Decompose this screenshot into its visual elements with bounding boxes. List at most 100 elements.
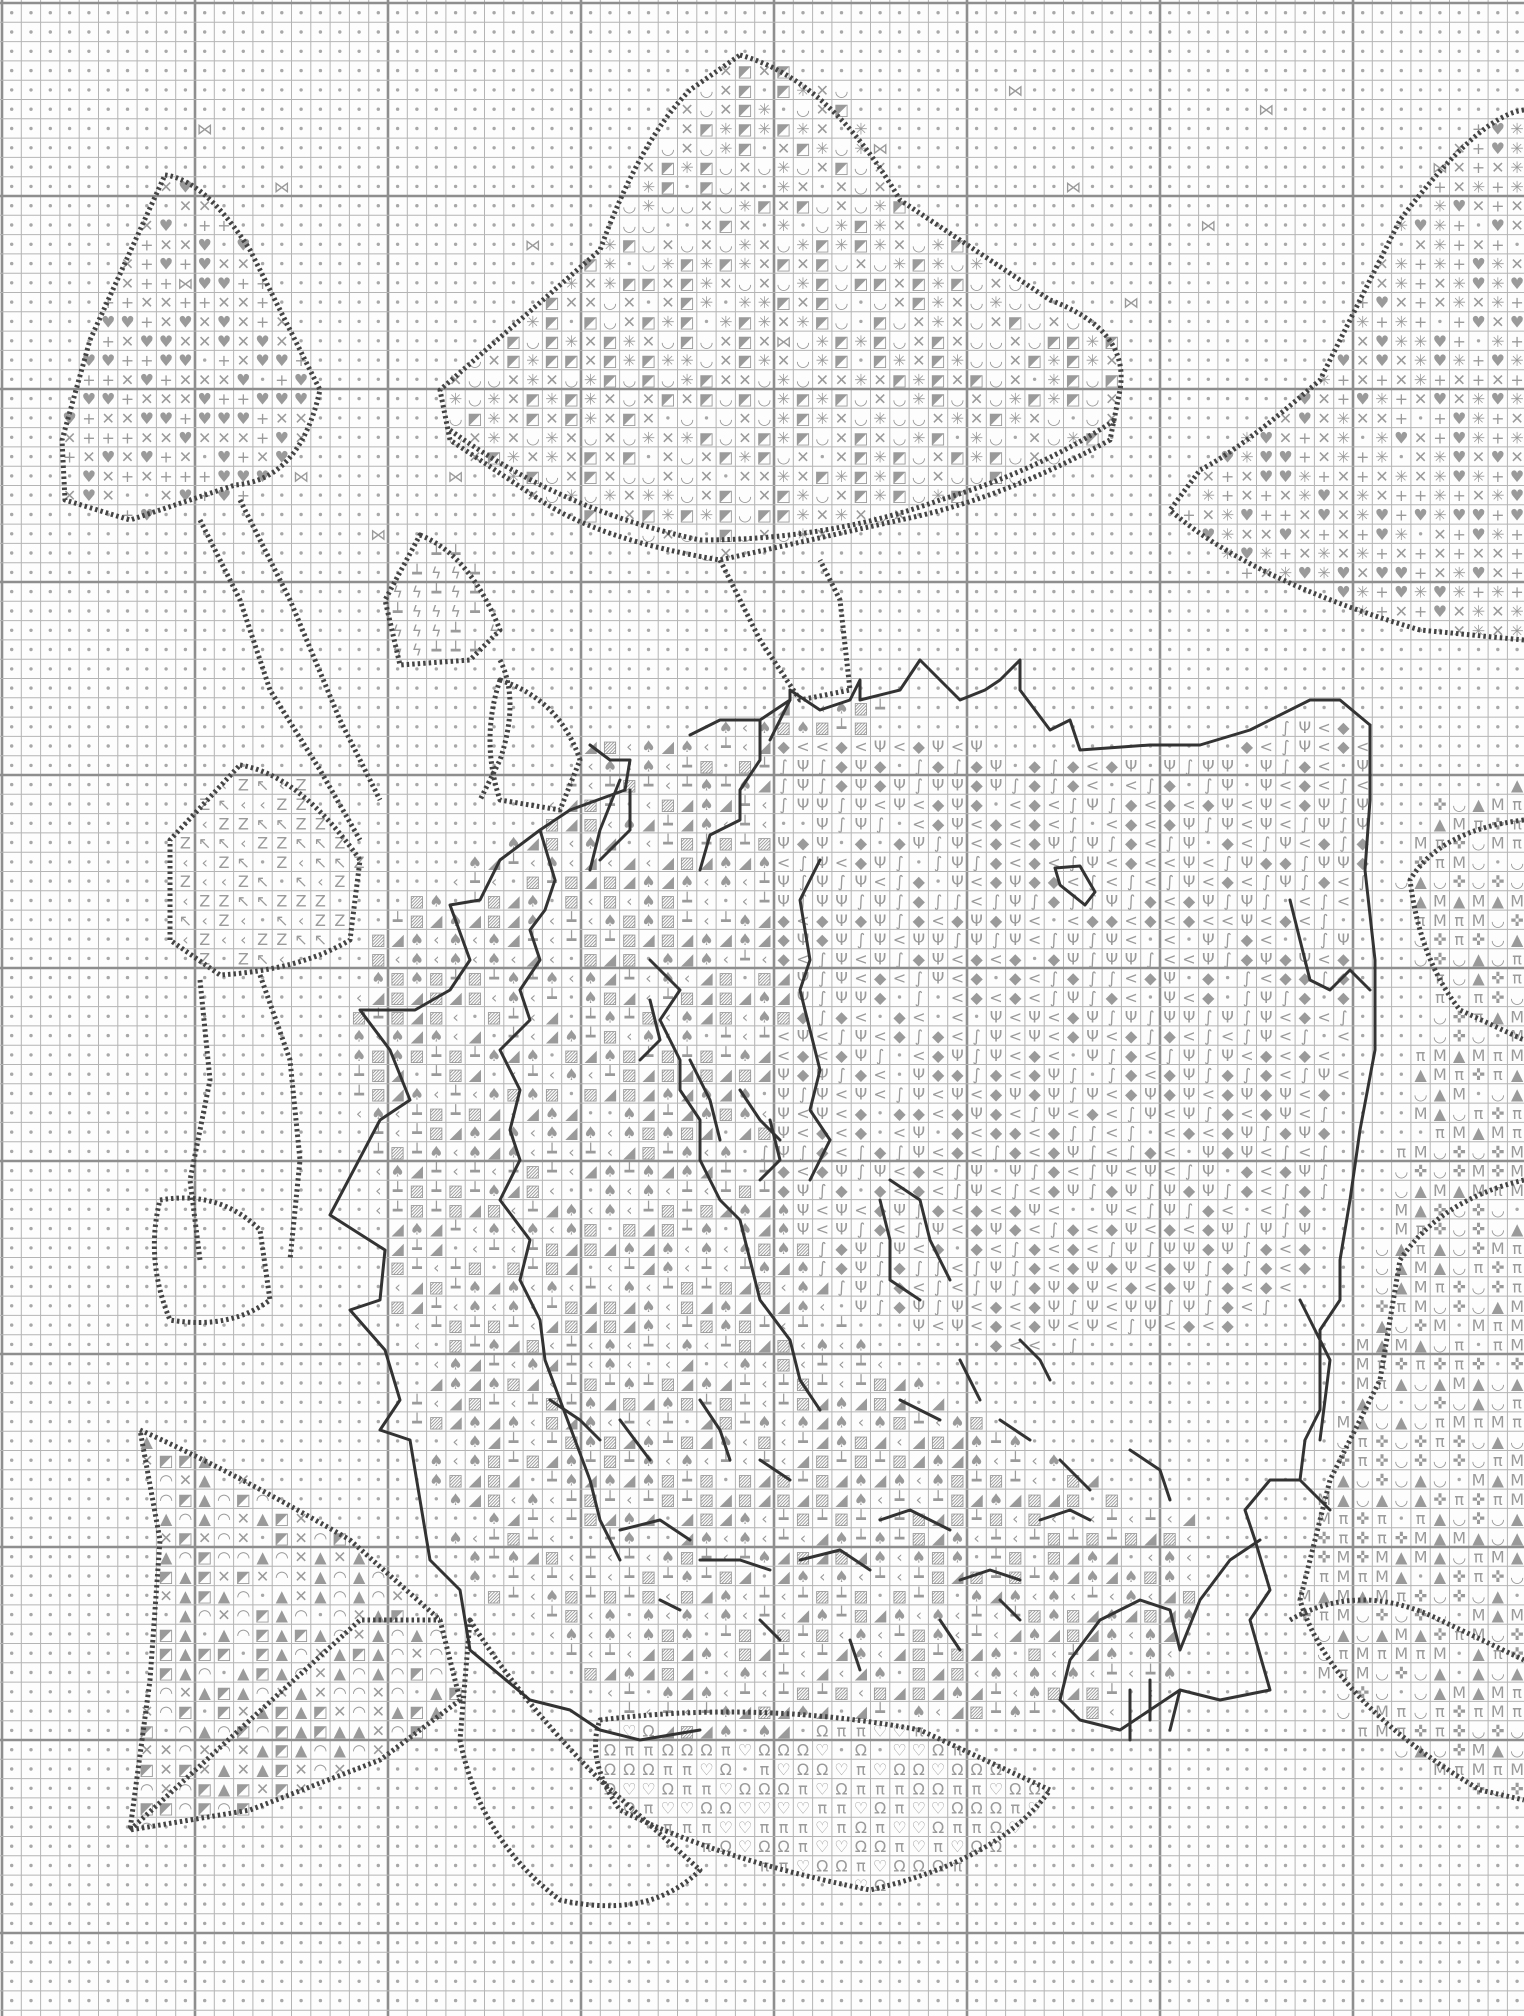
empty-cell-dot	[1400, 937, 1403, 940]
empty-cell-dot	[10, 358, 13, 361]
stitch-symbol-crescent: ◡	[835, 139, 849, 158]
empty-cell-dot	[878, 1323, 881, 1326]
empty-cell-dot	[685, 648, 688, 651]
empty-cell-dot	[396, 860, 399, 863]
empty-cell-dot	[1168, 1999, 1171, 2002]
empty-cell-dot	[1129, 1767, 1132, 1770]
empty-cell-dot	[87, 50, 90, 53]
empty-cell-dot	[1284, 1381, 1287, 1384]
stitch-symbol-plus: +	[101, 370, 114, 389]
empty-cell-dot	[319, 165, 322, 168]
empty-cell-dot	[936, 30, 939, 33]
empty-cell-dot	[145, 918, 148, 921]
empty-cell-dot	[454, 764, 457, 767]
empty-cell-dot	[1303, 1343, 1306, 1346]
empty-cell-dot	[107, 1825, 110, 1828]
empty-cell-dot	[338, 1323, 341, 1326]
empty-cell-dot	[1187, 1362, 1190, 1365]
empty-cell-dot	[107, 976, 110, 979]
stitch-symbol-cross: ✕	[237, 312, 250, 331]
empty-cell-dot	[377, 822, 380, 825]
empty-cell-dot	[570, 609, 573, 612]
empty-cell-dot	[1458, 1845, 1461, 1848]
empty-cell-dot	[1438, 108, 1441, 111]
empty-cell-dot	[1477, 50, 1480, 53]
empty-cell-dot	[29, 1015, 32, 1018]
empty-cell-dot	[1265, 1864, 1268, 1867]
empty-cell-dot	[1014, 493, 1017, 496]
empty-cell-dot	[222, 744, 225, 747]
empty-cell-dot	[1110, 1864, 1113, 1867]
empty-cell-dot	[589, 1864, 592, 1867]
empty-cell-dot	[126, 1130, 129, 1133]
empty-cell-dot	[1265, 378, 1268, 381]
empty-cell-dot	[242, 1208, 245, 1211]
empty-cell-dot	[1014, 571, 1017, 574]
empty-cell-dot	[1168, 339, 1171, 342]
stitch-symbol-cross: ✕	[912, 332, 925, 351]
stitch-symbol-cross: ✕	[1356, 332, 1369, 351]
empty-cell-dot	[956, 1362, 959, 1365]
empty-cell-dot	[261, 1015, 264, 1018]
stitch-symbol-crescent: ◡	[757, 158, 771, 177]
empty-cell-dot	[1400, 629, 1403, 632]
empty-cell-dot	[1419, 204, 1422, 207]
empty-cell-dot	[87, 88, 90, 91]
empty-cell-dot	[145, 165, 148, 168]
empty-cell-dot	[763, 686, 766, 689]
empty-cell-dot	[821, 1999, 824, 2002]
empty-cell-dot	[107, 1439, 110, 1442]
empty-cell-dot	[1110, 1420, 1113, 1423]
empty-cell-dot	[242, 1401, 245, 1404]
empty-cell-dot	[1033, 1883, 1036, 1886]
stitch-symbol-cross: ✕	[1472, 197, 1485, 216]
empty-cell-dot	[377, 50, 380, 53]
empty-cell-dot	[1129, 30, 1132, 33]
empty-cell-dot	[1207, 1632, 1210, 1635]
empty-cell-dot	[29, 1285, 32, 1288]
stitch-symbol-crescent: ◡	[1086, 370, 1100, 389]
stitch-symbol-crescent: ◡	[603, 312, 617, 331]
empty-cell-dot	[1361, 1323, 1364, 1326]
empty-cell-dot	[338, 358, 341, 361]
stitch-symbol-cross: ✕	[584, 293, 597, 312]
empty-cell-dot	[878, 108, 881, 111]
empty-cell-dot	[1207, 1825, 1210, 1828]
empty-cell-dot	[608, 1709, 611, 1712]
empty-cell-dot	[1187, 532, 1190, 535]
stitch-symbol-cross: ✕	[1356, 370, 1369, 389]
empty-cell-dot	[377, 358, 380, 361]
empty-cell-dot	[377, 609, 380, 612]
empty-cell-dot	[666, 629, 669, 632]
empty-cell-dot	[203, 590, 206, 593]
empty-cell-dot	[1207, 841, 1210, 844]
empty-cell-dot	[1245, 1420, 1248, 1423]
empty-cell-dot	[994, 976, 997, 979]
empty-cell-dot	[222, 1999, 225, 2002]
empty-cell-dot	[1072, 165, 1075, 168]
empty-cell-dot	[29, 590, 32, 593]
empty-cell-dot	[299, 204, 302, 207]
stitch-symbol-cross: ✕	[680, 120, 693, 139]
empty-cell-dot	[299, 1825, 302, 1828]
stitch-symbol-half-square: ◩	[853, 274, 868, 293]
empty-cell-dot	[1052, 1767, 1055, 1770]
empty-cell-dot	[956, 127, 959, 130]
stitch-symbol-asterisk: ✳	[1433, 255, 1446, 274]
empty-cell-dot	[49, 1594, 52, 1597]
empty-cell-dot	[570, 1671, 573, 1674]
empty-cell-dot	[1419, 1960, 1422, 1963]
empty-cell-dot	[242, 30, 245, 33]
empty-cell-dot	[1419, 416, 1422, 419]
stitch-symbol-bowtie: ⋈	[197, 120, 213, 139]
stitch-symbol-asterisk: ✳	[796, 312, 809, 331]
empty-cell-dot	[975, 725, 978, 728]
empty-cell-dot	[1245, 204, 1248, 207]
empty-cell-dot	[1303, 88, 1306, 91]
stitch-symbol-cross: ✕	[1395, 293, 1408, 312]
stitch-symbol-asterisk: ✳	[777, 216, 790, 235]
empty-cell-dot	[261, 1323, 264, 1326]
empty-cell-dot	[1380, 1825, 1383, 1828]
empty-cell-dot	[1342, 1323, 1345, 1326]
stitch-symbol-half-square: ◩	[622, 235, 637, 254]
